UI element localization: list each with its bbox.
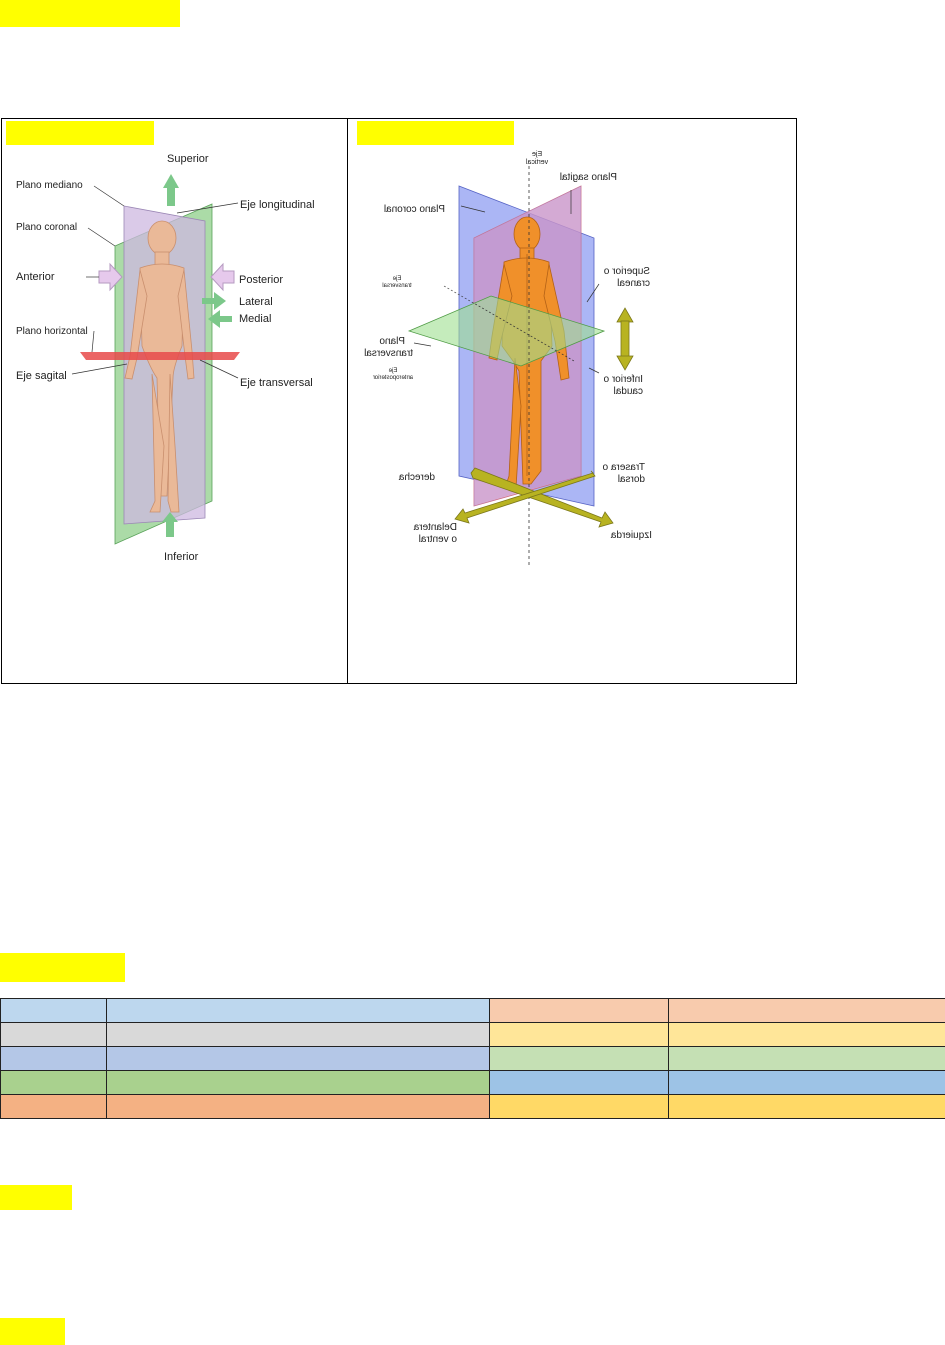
label-anterior: Anterior (16, 271, 55, 283)
table-cell (0, 1022, 107, 1047)
horizontal-plane (80, 352, 240, 360)
label-eje-longitudinal: Eje longitudinal (240, 199, 315, 211)
posterior-arrow (210, 262, 235, 292)
table-cell (668, 998, 945, 1023)
label-derecha: derecha (398, 472, 435, 483)
superior-arrow (163, 174, 179, 206)
transverse-plane (407, 295, 606, 367)
table-cell (489, 1046, 669, 1071)
highlighted-heading-1 (0, 0, 180, 27)
table-row (0, 1046, 945, 1071)
inferior-arrow (162, 512, 178, 537)
superior-inferior-arrow (616, 307, 634, 371)
label-medial: Medial (239, 313, 271, 325)
label-plano-coronal: Plano coronal (384, 204, 445, 215)
table-row (0, 1094, 945, 1119)
table-cell (668, 1070, 945, 1095)
table-row (0, 1022, 945, 1047)
color-table (0, 998, 945, 1119)
table-cell (0, 1070, 107, 1095)
table-cell (106, 998, 490, 1023)
label-plano-sagital: Plano sagital (560, 172, 617, 183)
table-cell (0, 1094, 107, 1119)
table-cell (0, 1046, 107, 1071)
label-plano-mediano: Plano mediano (16, 180, 83, 191)
highlighted-heading-2 (0, 953, 125, 982)
table-cell (668, 1046, 945, 1071)
table-cell (0, 998, 107, 1023)
medial-arrow (208, 310, 232, 328)
highlighted-heading-4 (0, 1318, 65, 1345)
anterior-arrow (98, 262, 123, 292)
table-cell (489, 1022, 669, 1047)
label-lateral: Lateral (239, 296, 273, 308)
label-plano-coronal: Plano coronal (16, 222, 77, 233)
highlighted-heading-3 (0, 1185, 72, 1210)
direction-cross-arrows (454, 467, 614, 528)
label-eje-sagital: Eje sagital (16, 370, 67, 382)
lateral-arrow (202, 292, 226, 310)
anatomical-planes-figure-left: Superior Plano mediano Eje longitudinal … (16, 153, 315, 563)
label-superior: Superior (167, 153, 209, 165)
label-plano-horizontal: Plano horizontal (16, 326, 88, 337)
table-cell (489, 1094, 669, 1119)
table-cell (489, 998, 669, 1023)
table-cell (668, 1022, 945, 1047)
table-cell (489, 1070, 669, 1095)
label-eje-transversal: Eje transversal (240, 377, 313, 389)
human-figure (124, 220, 195, 513)
label-inferior: Inferior (164, 551, 199, 563)
figure-divider (347, 118, 348, 684)
table-cell (668, 1094, 945, 1119)
label-izquierda: Izquierda (610, 530, 652, 541)
table-cell (106, 1046, 490, 1071)
table-cell (106, 1022, 490, 1047)
label-posterior: Posterior (239, 274, 283, 286)
highlighted-heading-left-panel (6, 121, 154, 145)
table-row (0, 1070, 945, 1095)
table-cell (106, 1070, 490, 1095)
highlighted-heading-right-panel (357, 121, 514, 145)
table-row (0, 998, 945, 1023)
figure-frame (1, 118, 797, 684)
table-cell (106, 1094, 490, 1119)
